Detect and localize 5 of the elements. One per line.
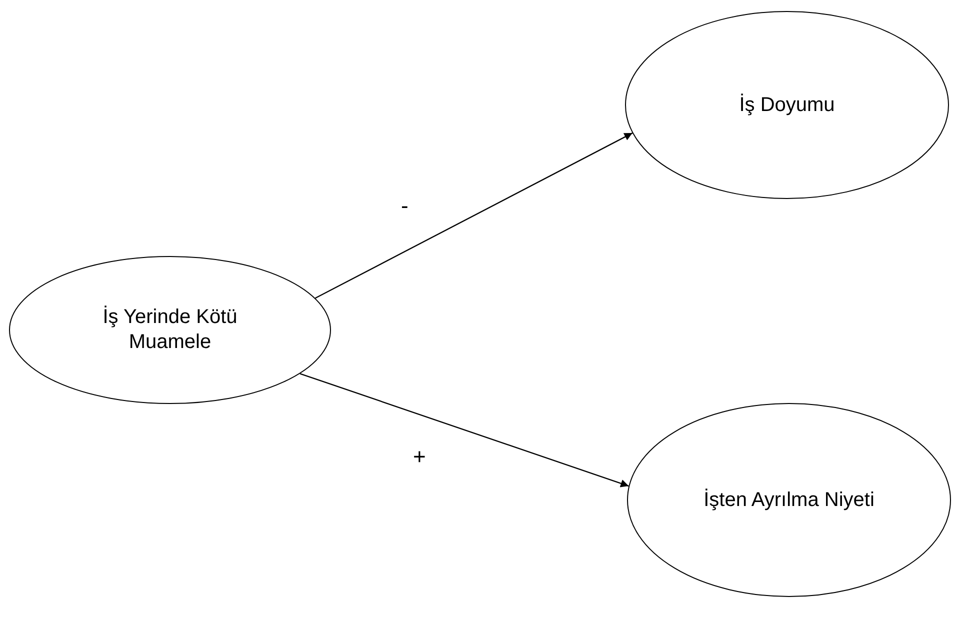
- node-label: İşten Ayrılma Niyeti: [704, 488, 874, 512]
- node-label: İş Yerinde Kötü Muamele: [102, 305, 238, 355]
- arrow: [300, 373, 629, 488]
- node-label: İş Doyumu: [739, 92, 835, 118]
- arrow: [315, 132, 633, 299]
